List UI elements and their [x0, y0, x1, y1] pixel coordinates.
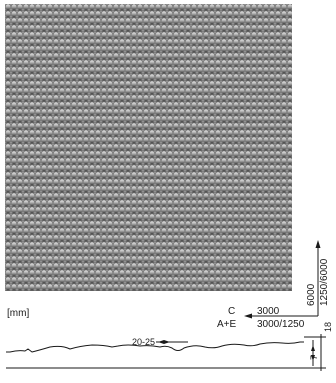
- length-arrow-head: [315, 240, 321, 248]
- grade-ae-size: 3000/1250: [257, 319, 305, 330]
- surface-texture-image: [5, 4, 292, 291]
- thickness-label: 18: [323, 322, 333, 332]
- length-label: 6000: [306, 283, 317, 306]
- grade-c-size: 3000: [257, 306, 280, 317]
- pitch-arrow-right: [164, 340, 170, 344]
- relief-depth-label: 7: [309, 355, 319, 360]
- pitch-arrow-left: [158, 340, 164, 344]
- grade-c-label: C: [228, 306, 235, 317]
- panel-profile-top-edge: [6, 341, 304, 353]
- width-arrow-head: [244, 313, 252, 319]
- relief-arrow-top: [311, 345, 315, 351]
- length-alt-label: 1250/6000: [319, 258, 330, 306]
- relief-arrow-bottom: [311, 355, 315, 361]
- units-label: [mm]: [7, 308, 29, 319]
- pitch-label: 20-25: [132, 337, 155, 347]
- grade-ae-label: A+E: [217, 319, 237, 330]
